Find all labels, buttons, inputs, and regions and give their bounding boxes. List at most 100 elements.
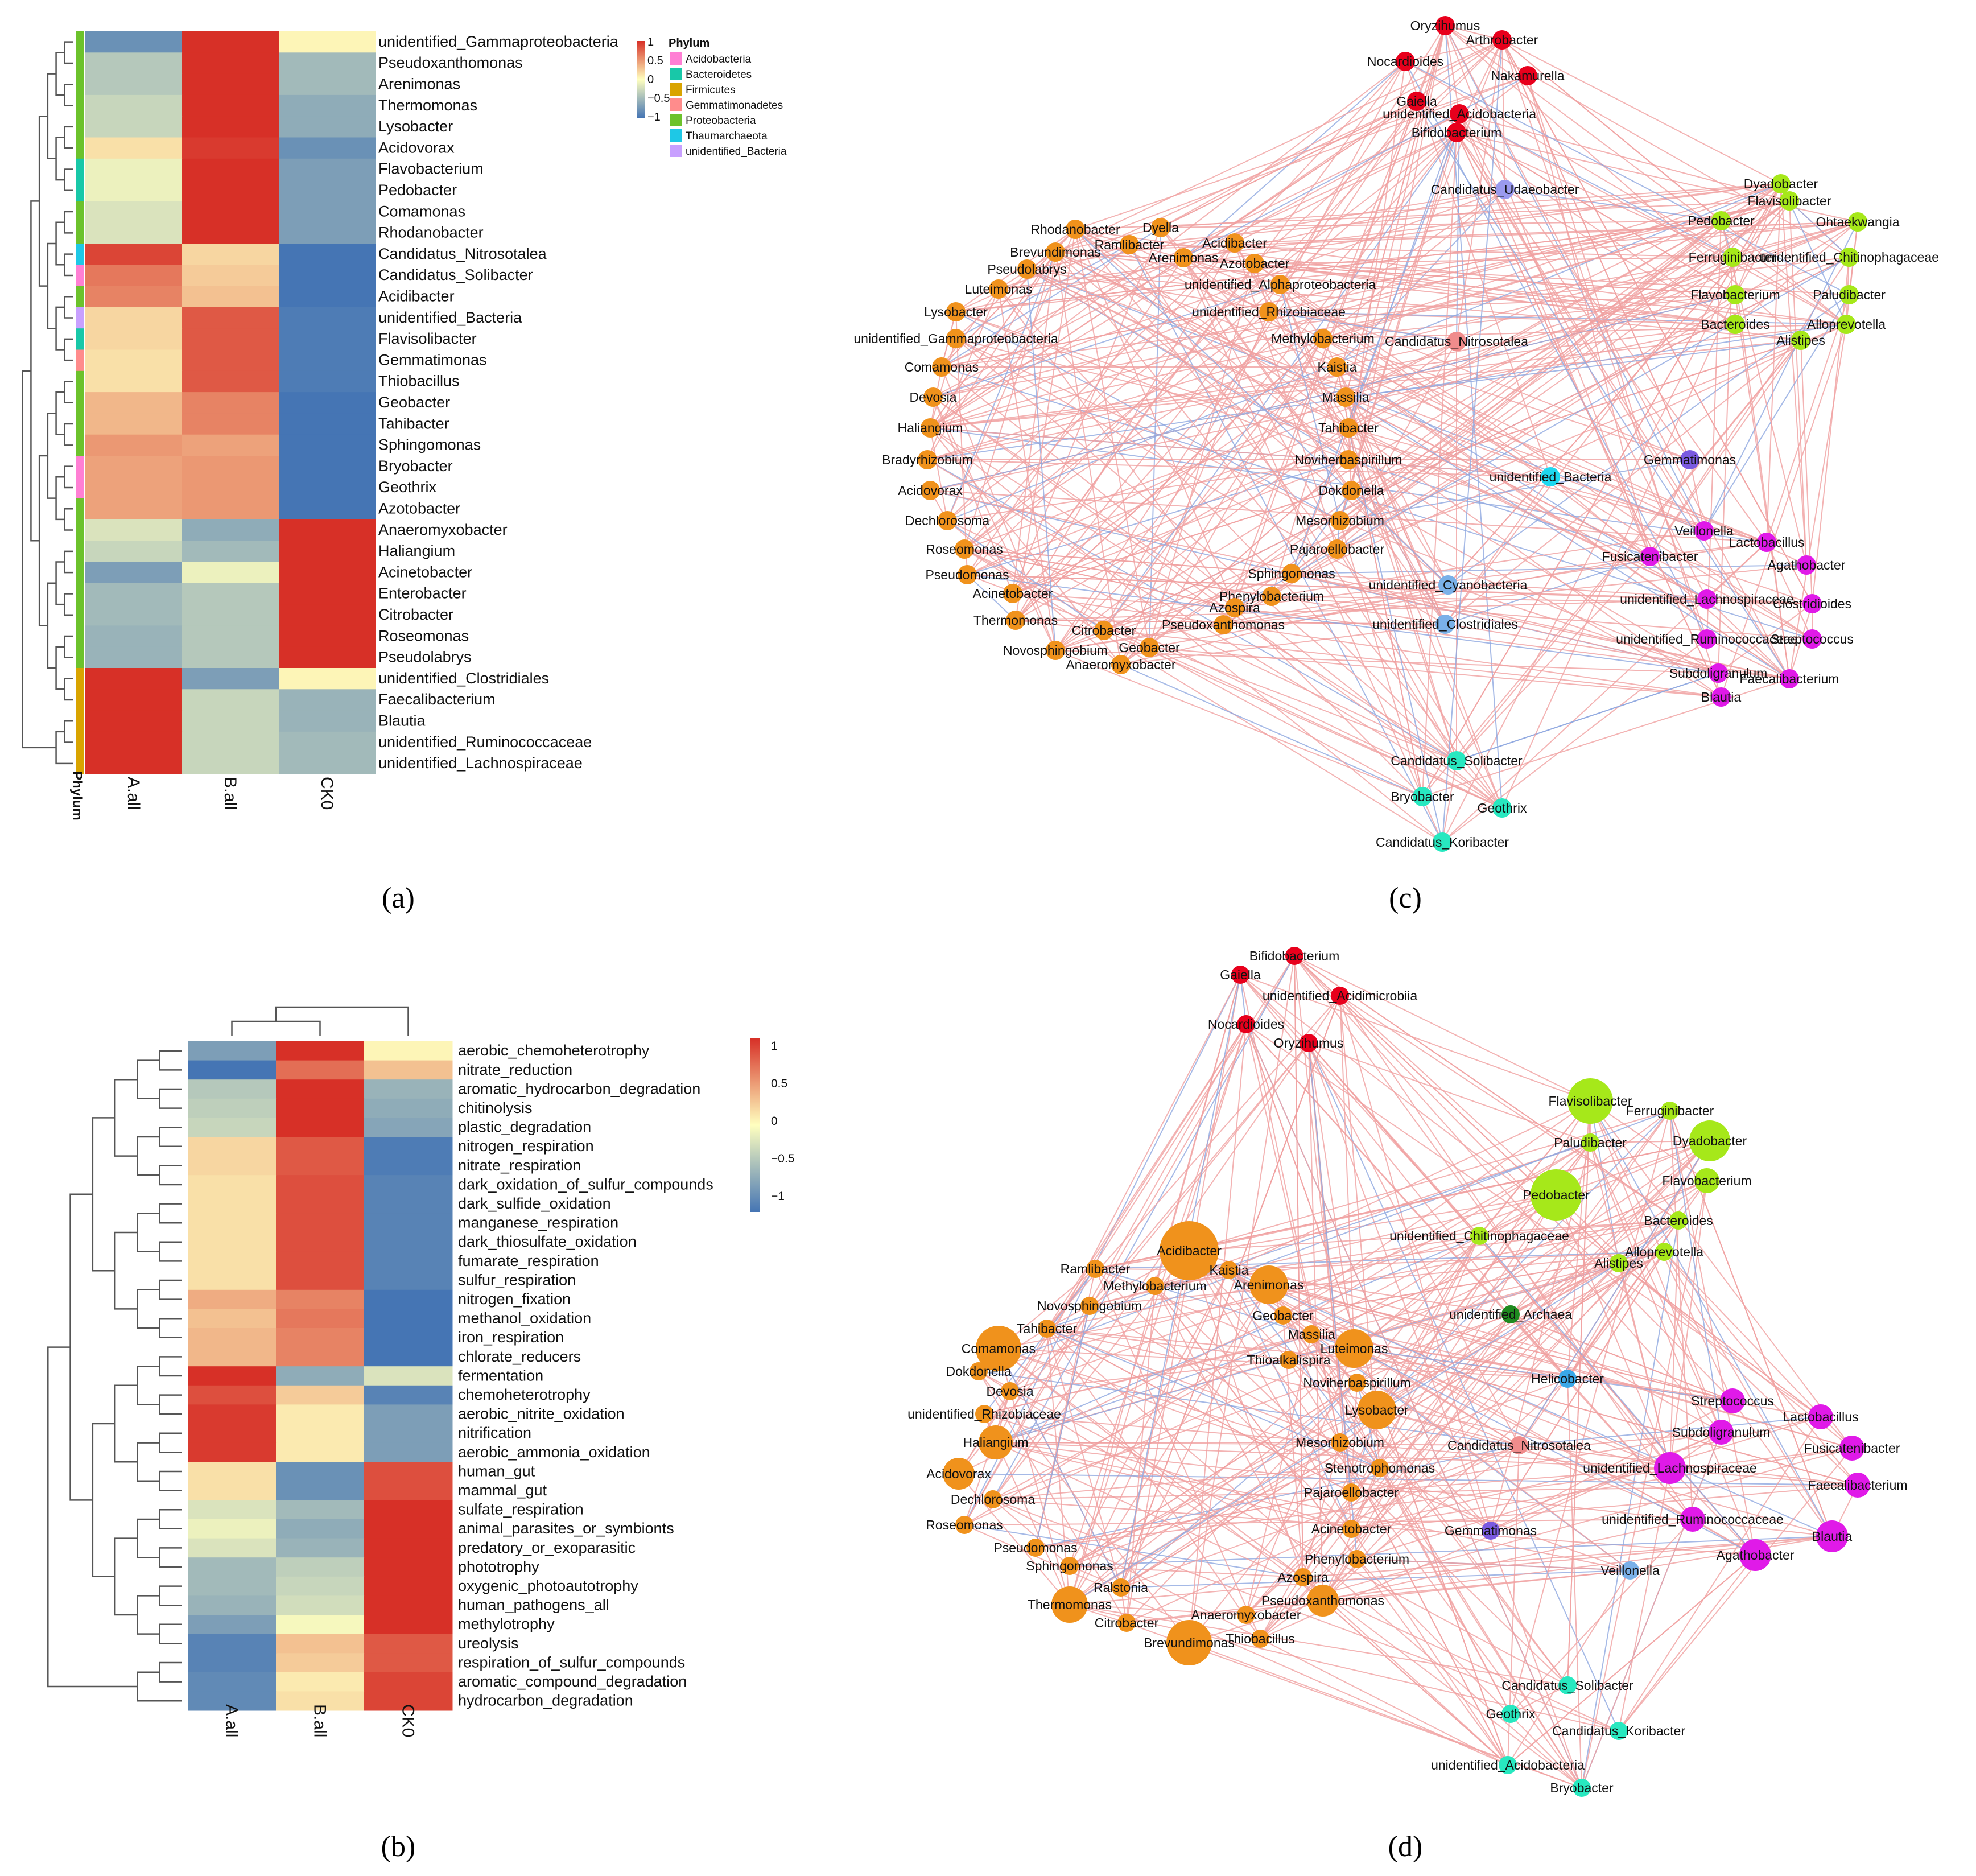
network-edge [1501, 39, 1505, 190]
network-edge [1189, 1220, 1679, 1251]
row-label: aromatic_hydrocarbon_degradation [458, 1080, 700, 1097]
network-edge [1490, 1432, 1722, 1531]
network-edge [1189, 1250, 1582, 1788]
network-node [1780, 191, 1799, 211]
colorbar [750, 1038, 760, 1212]
network-edge [1339, 995, 1693, 1520]
network-node [1285, 947, 1303, 965]
network-node [1492, 30, 1512, 50]
network-node [1282, 564, 1301, 583]
network-edge [1510, 1685, 1568, 1714]
node-label: Tahibacter [1318, 420, 1379, 435]
network-edge [1405, 61, 1847, 325]
heatmap-cell [364, 1271, 453, 1290]
dendrogram-branch [55, 306, 65, 351]
network-node [1086, 1260, 1104, 1278]
network-edge [1015, 284, 1281, 621]
node-label: unidentified_Clostridiales [1372, 617, 1518, 632]
node-label: Thermomonas [1028, 1597, 1112, 1612]
network-edge [1789, 603, 1813, 679]
row-label: unidentified_Gammaproteobacteria [378, 33, 619, 50]
network-node [1117, 1614, 1136, 1632]
node-label: Acinetobacter [1311, 1522, 1392, 1536]
row-label: plastic_degradation [458, 1119, 591, 1136]
row-label: Flavisolibacter [378, 330, 477, 347]
node-label: Ramlibacter [1061, 1261, 1131, 1276]
network-edge [978, 1371, 1568, 1686]
dendrogram-branch [159, 1126, 182, 1148]
network-edge [1501, 39, 1690, 460]
network-edge [1718, 603, 1813, 674]
row-label: methylotrophy [458, 1615, 555, 1632]
network-edge [1311, 1334, 1491, 1531]
node-label: Methylobacterium [1271, 331, 1375, 346]
colorbar-tick-label: 0 [647, 73, 654, 86]
row-label: Faecalibacterium [378, 691, 496, 708]
network-edge [1291, 490, 1352, 574]
heatmap-cell [182, 562, 279, 584]
network-edge [984, 1413, 1352, 1529]
network-edge [1405, 61, 1551, 477]
network-node [1694, 1168, 1719, 1193]
heatmap-cell [188, 1424, 277, 1444]
network-edge [1459, 113, 1790, 201]
network-node [1112, 1578, 1130, 1597]
heatmap-cell [364, 1672, 453, 1692]
heatmap-cell [182, 201, 279, 223]
network-node [1711, 687, 1731, 707]
node-label: unidentified_Chitinophagaceae [1389, 1228, 1569, 1243]
network-edge [1026, 269, 1349, 428]
heatmap-cell [85, 541, 183, 562]
network-edge [1075, 229, 1150, 648]
network-node [1697, 629, 1717, 649]
node-label: Anaeromyxobacter [1191, 1607, 1301, 1622]
node-label: Ramlibacter [1095, 237, 1165, 252]
heatmap-cell [279, 689, 376, 711]
network-edge [1149, 647, 1503, 809]
node-label: Paludibacter [1554, 1135, 1627, 1150]
heatmap-cell [279, 328, 376, 350]
heatmap-cell [364, 1079, 453, 1099]
row-label: sulfate_respiration [458, 1501, 584, 1518]
node-label: Azospira [1277, 1570, 1329, 1585]
network-node [1757, 533, 1776, 552]
network-node [1837, 315, 1856, 334]
network-node [1531, 1169, 1582, 1221]
network-node [1094, 621, 1113, 640]
node-label: Bryobacter [1550, 1780, 1614, 1795]
heatmap-cell [85, 31, 183, 53]
heatmap-cell [279, 201, 376, 223]
network-edge [1069, 1565, 1303, 1578]
network-edge [1055, 251, 1736, 325]
network-edge [1567, 1100, 1591, 1686]
network-edge [1490, 1251, 1665, 1531]
network-edge [964, 549, 1292, 574]
network-edge [1055, 251, 1449, 586]
network-edge [1291, 573, 1790, 679]
network-edge [1345, 397, 1503, 809]
phylum-annotation-cell [76, 158, 84, 180]
phylum-annotation-cell [76, 604, 84, 626]
network-node [1435, 16, 1455, 35]
dendrogram-branch [55, 137, 65, 181]
colorbar-tick-label: −1 [647, 111, 661, 123]
network-edge [958, 1315, 1284, 1474]
network-node [1581, 1133, 1599, 1152]
node-label: Roseomonas [926, 1518, 1003, 1532]
network-edge [1339, 1442, 1491, 1531]
network-edge [1055, 650, 1423, 797]
node-label: Arthrobacter [1466, 32, 1538, 47]
network-edge [1311, 1334, 1733, 1401]
network-edge [1154, 1235, 1480, 1287]
network-edge [1103, 338, 1323, 631]
network-node [921, 418, 940, 438]
node-label: Oryzihumus [1274, 1036, 1344, 1050]
network-edge [1234, 61, 1406, 244]
heatmap-cell [182, 519, 279, 541]
row-label: ureolysis [458, 1635, 519, 1652]
heatmap-cell [279, 116, 376, 138]
phylum-annotation-cell [76, 434, 84, 456]
heatmap-cell [276, 1079, 365, 1099]
phylum-annotation-cell [76, 477, 84, 499]
network-edge [1351, 1140, 1710, 1493]
